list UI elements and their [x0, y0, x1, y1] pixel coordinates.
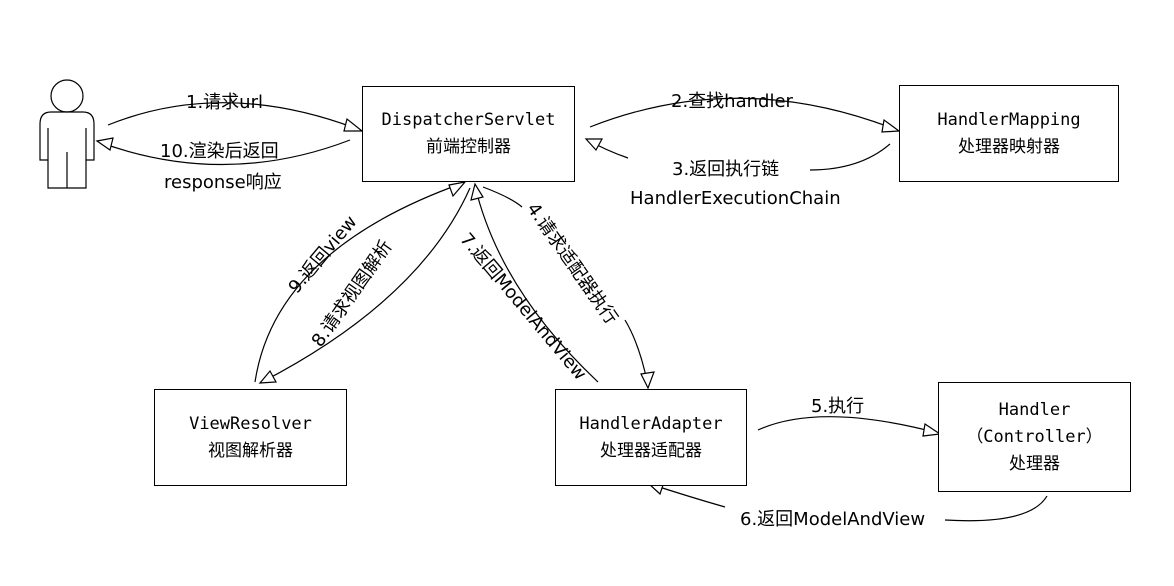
user-actor-icon [39, 79, 95, 189]
handler-name: Handler [998, 399, 1071, 420]
edge-8-arrowhead [258, 369, 277, 384]
edge-4-arrowhead [640, 371, 655, 390]
edge-7-line [474, 185, 599, 383]
handler-adapter-name: HandlerAdapter [579, 413, 723, 434]
view-resolver-name: ViewResolver [189, 413, 312, 434]
edge-9-arrowhead [448, 181, 467, 198]
handler-adapter-desc: 处理器适配器 [600, 440, 702, 461]
edge-8-line [261, 187, 471, 383]
edge-2-line [589, 97, 898, 131]
handler-box: Handler （Controller） 处理器 [938, 382, 1131, 492]
handler-adapter-box: HandlerAdapter 处理器适配器 [555, 389, 747, 486]
edge-1-arrowhead [343, 117, 364, 132]
view-resolver-desc: 视图解析器 [208, 440, 293, 461]
edge-7-arrowhead [470, 182, 484, 201]
handler-controller: （Controller） [966, 426, 1103, 447]
edge-10-label: 10.渲染后返回 [160, 141, 279, 162]
edge-6-line [944, 495, 1048, 522]
handler-mapping-desc: 处理器映射器 [958, 136, 1060, 157]
handler-mapping-box: HandlerMapping 处理器映射器 [899, 85, 1119, 182]
dispatcher-servlet-name: DispatcherServlet [381, 110, 556, 130]
edge-1-line [107, 102, 361, 131]
edge-4-line [482, 186, 523, 208]
edge-10-line [98, 139, 351, 166]
dispatcher-servlet-desc: 前端控制器 [426, 137, 511, 157]
edge-10-label-b: response响应 [164, 172, 282, 193]
edge-9-line [254, 182, 464, 383]
edge-5-label: 5.执行 [811, 396, 865, 417]
edge-3-label: 3.返回执行链 [672, 159, 780, 180]
edge-3-line [809, 143, 891, 171]
edge-1-label: 1.请求url [186, 92, 263, 113]
edge-3-label-b: HandlerExecutionChain [630, 188, 841, 209]
edge-5-arrowhead [922, 422, 942, 437]
dispatcher-servlet-box: DispatcherServlet 前端控制器 [362, 86, 575, 182]
handler-desc: 处理器 [1009, 453, 1060, 474]
edge-6-label: 6.返回ModelAndView [740, 509, 926, 530]
edge-2-arrowhead [881, 118, 901, 133]
edge-10-arrowhead [95, 137, 114, 151]
view-resolver-box: ViewResolver 视图解析器 [154, 389, 347, 486]
edge-2-label: 2.查找handler [671, 91, 793, 112]
handler-mapping-name: HandlerMapping [937, 109, 1081, 130]
edge-5-line [757, 416, 939, 434]
edge-3-arrowhead [584, 138, 604, 152]
